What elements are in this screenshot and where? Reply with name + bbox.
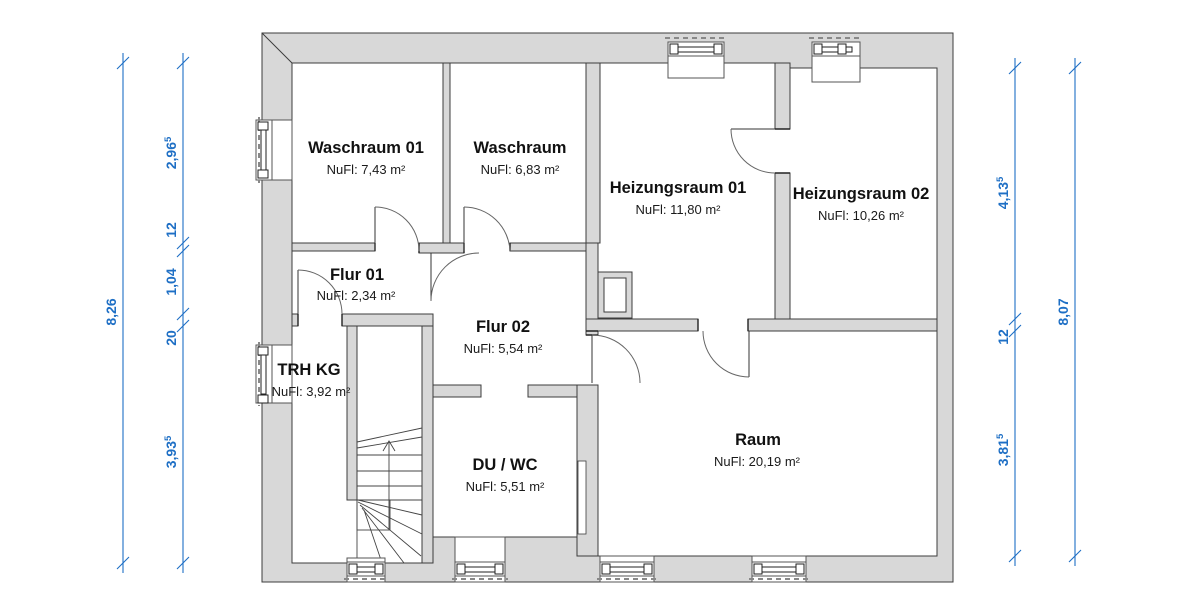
door-waschraum01 — [374, 206, 420, 252]
dim-right-2: 12 — [995, 329, 1011, 345]
dimension-lines — [116, 53, 1082, 573]
dim-left-3: 1,04 — [163, 268, 179, 295]
room-name: Waschraum — [474, 139, 567, 157]
window-icon — [809, 37, 863, 83]
dim-right-1: 4,135 — [995, 176, 1011, 209]
stair-direction-arrow — [382, 440, 396, 530]
room-name: Raum — [735, 431, 781, 449]
room-label-flur-02: Flur 02 NuFl: 5,54 m² — [464, 318, 543, 356]
door-swings — [297, 128, 776, 384]
window-icon — [597, 555, 657, 583]
room-label-raum: Raum NuFl: 20,19 m² — [714, 431, 801, 469]
window-icon — [749, 555, 809, 583]
room-area: NuFl: 2,34 m² — [317, 288, 396, 303]
door-trh-flur01 — [297, 269, 343, 315]
room-area: NuFl: 10,26 m² — [818, 208, 905, 223]
room-name: TRH KG — [277, 361, 340, 379]
room-area: NuFl: 11,80 m² — [635, 202, 721, 217]
room-name: Flur 01 — [330, 266, 384, 284]
wall-stair-left — [346, 325, 358, 501]
room-labels: Waschraum 01 NuFl: 7,43 m² Waschraum NuF… — [272, 139, 930, 494]
room-area: NuFl: 6,83 m² — [481, 162, 560, 177]
door-heizung01-heizung02 — [730, 128, 776, 174]
room-name: Heizungsraum 01 — [610, 179, 747, 197]
room-area: NuFl: 5,54 m² — [464, 341, 543, 356]
room-label-heizungsraum-02: Heizungsraum 02 NuFl: 10,26 m² — [793, 185, 930, 223]
room-label-du-wc: DU / WC NuFl: 5,51 m² — [466, 456, 545, 494]
wall-stair-right — [421, 325, 434, 564]
walls — [261, 32, 954, 583]
wall-a-right — [747, 318, 938, 332]
dim-left-1: 2,965 — [163, 136, 179, 169]
window-icon — [255, 117, 293, 183]
room-name: Heizungsraum 02 — [793, 185, 930, 203]
door-flur01-flur02 — [430, 252, 480, 302]
door-flur02-raum — [591, 334, 641, 384]
room-area: NuFl: 3,92 m² — [272, 384, 351, 399]
wall-a-left — [585, 318, 699, 332]
room-name: DU / WC — [472, 456, 537, 474]
dim-left-4: 20 — [163, 330, 179, 346]
dimension-labels: 2,965 12 1,04 20 3,935 8,26 4,135 12 3,8… — [103, 136, 1071, 468]
chimney-flue — [603, 277, 627, 313]
room-area: NuFl: 20,19 m² — [714, 454, 801, 469]
dim-left-total: 8,26 — [103, 298, 119, 325]
dim-left-2: 12 — [163, 222, 179, 238]
room-name: Flur 02 — [476, 318, 530, 336]
room-label-flur-01: Flur 01 NuFl: 2,34 m² — [317, 266, 396, 303]
window-icon — [665, 37, 727, 79]
dim-right-3: 3,815 — [995, 433, 1011, 466]
room-label-heizungsraum-01: Heizungsraum 01 NuFl: 11,80 m² — [610, 179, 747, 217]
window-icon — [255, 342, 293, 406]
door-jambs — [297, 128, 790, 336]
wall-heizung-divider-lower — [774, 172, 791, 320]
windows — [255, 37, 863, 583]
window-icon — [452, 536, 508, 583]
staircase — [356, 427, 423, 564]
room-label-waschraum-01: Waschraum 01 NuFl: 7,43 m² — [308, 139, 424, 177]
dim-right-total: 8,07 — [1055, 298, 1071, 325]
room-label-waschraum: Waschraum NuFl: 6,83 m² — [474, 139, 567, 177]
door-heizung01-raum — [702, 330, 750, 378]
wall-niche-slot — [577, 460, 587, 535]
wall-waschraum-divider — [442, 62, 451, 244]
room-name: Waschraum 01 — [308, 139, 424, 157]
room-area: NuFl: 7,43 m² — [327, 162, 406, 177]
window-icon — [344, 557, 388, 583]
room-label-trh-kg: TRH KG NuFl: 3,92 m² — [272, 361, 351, 399]
wall-heizung-divider-upper — [774, 62, 791, 130]
dim-left-5: 3,935 — [163, 435, 179, 468]
door-waschraum — [463, 206, 511, 252]
room-area: NuFl: 5,51 m² — [466, 479, 545, 494]
